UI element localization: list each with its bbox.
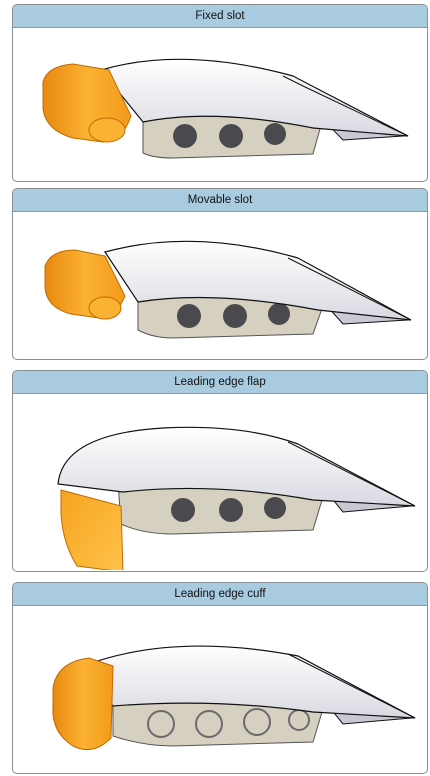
wing-section xyxy=(101,59,408,158)
panel-illustration xyxy=(13,212,427,358)
panel-leading-edge-flap: Leading edge flap xyxy=(12,370,428,572)
panel-fixed-slot: Fixed slot xyxy=(12,4,428,182)
panel-leading-edge-cuff: Leading edge cuff xyxy=(12,582,428,774)
panel-title: Leading edge cuff xyxy=(13,583,427,606)
leading-edge-flap-device xyxy=(61,490,123,570)
panel-illustration xyxy=(13,28,427,178)
panel-title: Fixed slot xyxy=(13,5,427,28)
panel-title: Movable slot xyxy=(13,189,427,212)
wing-section xyxy=(105,241,411,338)
panel-movable-slot: Movable slot xyxy=(12,188,428,360)
wing-section xyxy=(83,646,415,746)
panel-title: Leading edge flap xyxy=(13,371,427,394)
leading-edge-cuff-device xyxy=(53,658,113,750)
panel-illustration xyxy=(13,606,427,772)
panel-illustration xyxy=(13,394,427,570)
